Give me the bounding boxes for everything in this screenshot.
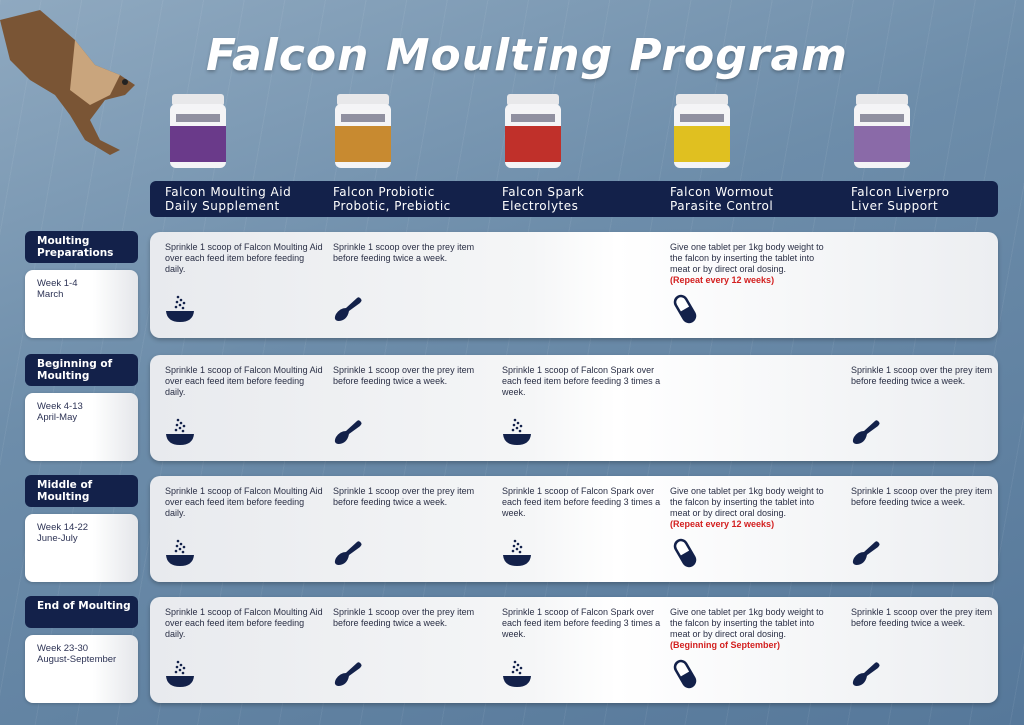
stage-label: Moulting Preparations: [25, 231, 138, 263]
schedule-cell: Sprinkle 1 scoop of Falcon Spark over ea…: [502, 486, 662, 519]
instruction-text: Give one tablet per 1kg body weight to t…: [670, 607, 824, 639]
schedule-row: Sprinkle 1 scoop of Falcon Moulting Aid …: [150, 476, 998, 582]
scoop-icon: [333, 417, 363, 447]
instruction-text: Sprinkle 1 scoop of Falcon Spark over ea…: [502, 607, 661, 639]
week-range: Week 1-4: [37, 278, 78, 289]
instruction-text: Sprinkle 1 scoop over the prey item befo…: [851, 486, 993, 507]
bowl-icon: [502, 659, 532, 689]
page-title: Falcon Moulting Program: [206, 30, 848, 81]
instruction-text: Sprinkle 1 scoop over the prey item befo…: [851, 607, 993, 628]
instruction-text: Give one tablet per 1kg body weight to t…: [670, 242, 824, 274]
product-jar-image: [674, 94, 730, 168]
schedule-cell: Sprinkle 1 scoop over the prey item befo…: [851, 365, 1011, 387]
product-name: Falcon Moulting Aid: [165, 185, 292, 199]
product-jar-image: [170, 94, 226, 168]
product-subtitle: Parasite Control: [670, 199, 774, 213]
schedule-cell: Sprinkle 1 scoop of Falcon Spark over ea…: [502, 607, 662, 640]
schedule-cell: Sprinkle 1 scoop of Falcon Moulting Aid …: [165, 607, 325, 640]
capsule-icon: [670, 294, 700, 324]
schedule-row: Sprinkle 1 scoop of Falcon Moulting Aid …: [150, 597, 998, 703]
instruction-text: Sprinkle 1 scoop of Falcon Moulting Aid …: [165, 365, 323, 397]
bowl-icon: [502, 417, 532, 447]
month-range: March: [37, 289, 64, 300]
capsule-icon: [670, 659, 700, 689]
bowl-icon: [165, 659, 195, 689]
schedule-row: Sprinkle 1 scoop of Falcon Moulting Aid …: [150, 232, 998, 338]
instruction-text: Sprinkle 1 scoop over the prey item befo…: [333, 242, 475, 263]
stage-label: End of Moulting: [25, 596, 138, 628]
scoop-icon: [333, 538, 363, 568]
week-range: Week 23-30: [37, 643, 89, 654]
month-range: August-September: [37, 654, 117, 665]
month-range: April-May: [37, 412, 78, 423]
product-jar-image: [335, 94, 391, 168]
instruction-text: Sprinkle 1 scoop of Falcon Moulting Aid …: [165, 242, 323, 274]
schedule-cell: Sprinkle 1 scoop over the prey item befo…: [333, 242, 493, 264]
scoop-icon: [851, 538, 881, 568]
schedule-cell: Sprinkle 1 scoop of Falcon Moulting Aid …: [165, 486, 325, 519]
schedule-cell: Sprinkle 1 scoop over the prey item befo…: [333, 486, 493, 508]
schedule-cell: Sprinkle 1 scoop over the prey item befo…: [333, 365, 493, 387]
product-name: Falcon Spark: [502, 185, 585, 199]
falcon-image: [0, 10, 135, 155]
instruction-note: (Beginning of September): [670, 640, 780, 650]
instruction-text: Sprinkle 1 scoop over the prey item befo…: [333, 365, 475, 386]
schedule-cell: Sprinkle 1 scoop over the prey item befo…: [851, 607, 1011, 629]
product-subtitle: Electrolytes: [502, 199, 579, 213]
instruction-text: Sprinkle 1 scoop of Falcon Spark over ea…: [502, 486, 661, 518]
scoop-icon: [333, 294, 363, 324]
stage-label: Beginning of Moulting: [25, 354, 138, 386]
instruction-text: Sprinkle 1 scoop over the prey item befo…: [333, 607, 475, 628]
instruction-note: (Repeat every 12 weeks): [670, 519, 775, 529]
schedule-cell: Sprinkle 1 scoop of Falcon Moulting Aid …: [165, 365, 325, 398]
stage-label: Middle of Moulting: [25, 475, 138, 507]
week-range: Week 14-22: [37, 522, 89, 533]
product-name: Falcon Wormout: [670, 185, 774, 199]
scoop-icon: [851, 417, 881, 447]
product-subtitle: Probotic, Prebiotic: [333, 199, 451, 213]
instruction-text: Sprinkle 1 scoop of Falcon Moulting Aid …: [165, 607, 323, 639]
scoop-icon: [851, 659, 881, 689]
scoop-icon: [333, 659, 363, 689]
bowl-icon: [502, 538, 532, 568]
bowl-icon: [165, 538, 195, 568]
instruction-text: Sprinkle 1 scoop of Falcon Moulting Aid …: [165, 486, 323, 518]
schedule-cell: Sprinkle 1 scoop of Falcon Spark over ea…: [502, 365, 662, 398]
schedule-cell: Give one tablet per 1kg body weight to t…: [670, 486, 830, 530]
schedule-cell: Give one tablet per 1kg body weight to t…: [670, 607, 830, 651]
schedule-cell: Give one tablet per 1kg body weight to t…: [670, 242, 830, 286]
schedule-cell: Sprinkle 1 scoop over the prey item befo…: [851, 486, 1011, 508]
schedule-cell: Sprinkle 1 scoop of Falcon Moulting Aid …: [165, 242, 325, 275]
product-subtitle: Daily Supplement: [165, 199, 280, 213]
month-range: June-July: [37, 533, 78, 544]
schedule-cell: Sprinkle 1 scoop over the prey item befo…: [333, 607, 493, 629]
bowl-icon: [165, 294, 195, 324]
instruction-text: Give one tablet per 1kg body weight to t…: [670, 486, 824, 518]
instruction-text: Sprinkle 1 scoop over the prey item befo…: [851, 365, 993, 386]
product-name: Falcon Liverpro: [851, 185, 950, 199]
product-jar-image: [854, 94, 910, 168]
instruction-text: Sprinkle 1 scoop of Falcon Spark over ea…: [502, 365, 661, 397]
capsule-icon: [670, 538, 700, 568]
product-name: Falcon Probiotic: [333, 185, 435, 199]
instruction-note: (Repeat every 12 weeks): [670, 275, 775, 285]
week-range: Week 4-13: [37, 401, 83, 412]
product-jar-image: [505, 94, 561, 168]
instruction-text: Sprinkle 1 scoop over the prey item befo…: [333, 486, 475, 507]
product-subtitle: Liver Support: [851, 199, 939, 213]
schedule-row: Sprinkle 1 scoop of Falcon Moulting Aid …: [150, 355, 998, 461]
bowl-icon: [165, 417, 195, 447]
